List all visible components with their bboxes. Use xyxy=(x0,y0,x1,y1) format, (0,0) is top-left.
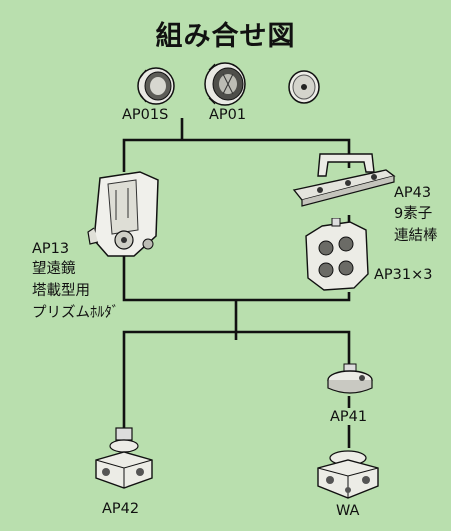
ap31-adapter-icon xyxy=(305,218,369,291)
label-ap43-line1: AP43 xyxy=(394,185,432,201)
ap41-adapter-icon xyxy=(327,363,373,394)
prism-cap-icon xyxy=(288,70,320,104)
label-ap13-line2: 望遠鏡 xyxy=(32,261,76,277)
label-ap42: AP42 xyxy=(102,501,140,517)
label-ap43-line2: 9素子 xyxy=(394,206,433,222)
ap01s-prism-icon xyxy=(137,67,175,105)
label-ap43-line3: 連結棒 xyxy=(394,228,438,244)
label-wa: WA xyxy=(336,503,360,519)
label-ap13-line1: AP13 xyxy=(32,241,70,257)
label-ap01: AP01 xyxy=(209,107,247,123)
ap42-tribrach-icon xyxy=(95,427,153,489)
label-ap41: AP41 xyxy=(330,409,368,425)
label-ap13-line4: プリズムﾎﾙﾀﾞ xyxy=(32,305,119,321)
diagram-title: 組み合せ図 xyxy=(155,21,296,52)
label-ap01s: AP01S xyxy=(122,107,169,123)
wa-tribrach-icon xyxy=(317,450,379,499)
ap43-connecting-bar-icon xyxy=(292,153,396,207)
label-ap31: AP31×3 xyxy=(374,267,433,283)
ap01-prism-icon xyxy=(204,62,246,106)
ap13-prism-holder-icon xyxy=(87,171,159,257)
label-ap13-line3: 塔載型用 xyxy=(32,283,90,299)
